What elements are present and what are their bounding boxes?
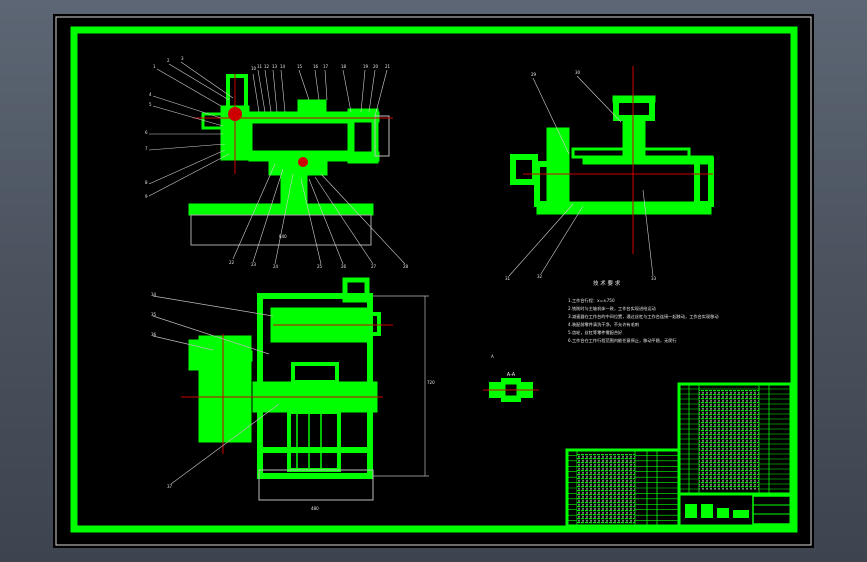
svg-text:13: 13 [272,64,278,69]
svg-text:29: 29 [531,72,537,77]
side-view-leaders [508,75,654,277]
drawing-frame [70,26,798,533]
section-view: A-A A [483,354,539,402]
top-view [181,277,393,501]
svg-text:10: 10 [251,66,257,71]
side-view [510,66,714,254]
svg-text:36: 36 [151,332,157,337]
svg-text:6: 6 [145,130,148,135]
svg-text:8: 8 [145,180,148,185]
front-view [188,74,393,246]
front-base-plate [188,203,374,216]
svg-text:31: 31 [505,276,511,281]
svg-text:33: 33 [651,276,657,281]
side-base [536,201,712,215]
svg-text:3: 3 [181,56,184,61]
top-gearbox [198,335,252,443]
technical-notes: 技 术 要 求 1.工作台行程：x=±750 2.铣削时与主轴机体一致，工作台实… [568,279,719,344]
bom-left [565,448,681,528]
note-line: 5.齿轮，丝杠等零件需配合好 [568,329,622,336]
svg-text:4: 4 [149,92,152,97]
svg-text:37: 37 [167,484,173,489]
svg-text:19: 19 [363,64,369,69]
svg-text:A: A [491,354,494,359]
svg-text:18: 18 [341,64,347,69]
svg-text:840: 840 [279,234,287,239]
svg-text:1: 1 [153,64,156,69]
note-line: 3.减速器在工作台的中间位置，通过丝杠与工作台连接一起移动，工作台实现移动 [568,313,719,320]
svg-text:26: 26 [341,264,347,269]
section-label: A-A [507,372,516,378]
note-line: 4.装配前零件清洗干净，不允许有毛刺 [568,321,639,328]
svg-text:32: 32 [537,274,543,279]
svg-text:11: 11 [257,64,263,69]
svg-text:20: 20 [373,64,379,69]
svg-text:9: 9 [145,194,148,199]
notes-title: 技 术 要 求 [593,279,621,287]
svg-text:17: 17 [323,64,329,69]
svg-text:480: 480 [311,506,319,511]
svg-text:2: 2 [167,58,170,63]
title-block [677,492,793,528]
svg-text:28: 28 [403,264,409,269]
svg-text:5: 5 [149,102,152,107]
svg-text:15: 15 [297,64,303,69]
svg-text:23: 23 [251,262,257,267]
sheet-outer-border [55,16,812,546]
svg-text:27: 27 [371,264,377,269]
svg-text:14: 14 [280,64,286,69]
front-view-leaders [148,61,406,265]
note-line: 2.铣削时与主轴机体一致，工作台实现进给运动 [568,305,656,312]
side-motor-column [622,117,646,159]
svg-text:22: 22 [229,260,235,265]
svg-text:16: 16 [313,64,319,69]
svg-text:35: 35 [151,312,157,317]
svg-text:720: 720 [427,380,435,385]
svg-text:21: 21 [385,64,391,69]
note-line: 1.工作台行程：x=±750 [568,297,615,304]
top-view-dims [152,295,429,485]
front-support-column [280,173,308,206]
svg-text:30: 30 [575,70,581,75]
svg-text:34: 34 [151,292,157,297]
svg-text:12: 12 [264,64,270,69]
svg-text:7: 7 [145,146,148,151]
front-motor [297,99,327,115]
svg-text:25: 25 [317,264,323,269]
svg-text:24: 24 [273,264,279,269]
note-line: 6.工作台在工作行程范围内能任意停止，移动平稳，无爬行 [568,337,677,344]
side-gear-housing [546,127,570,205]
